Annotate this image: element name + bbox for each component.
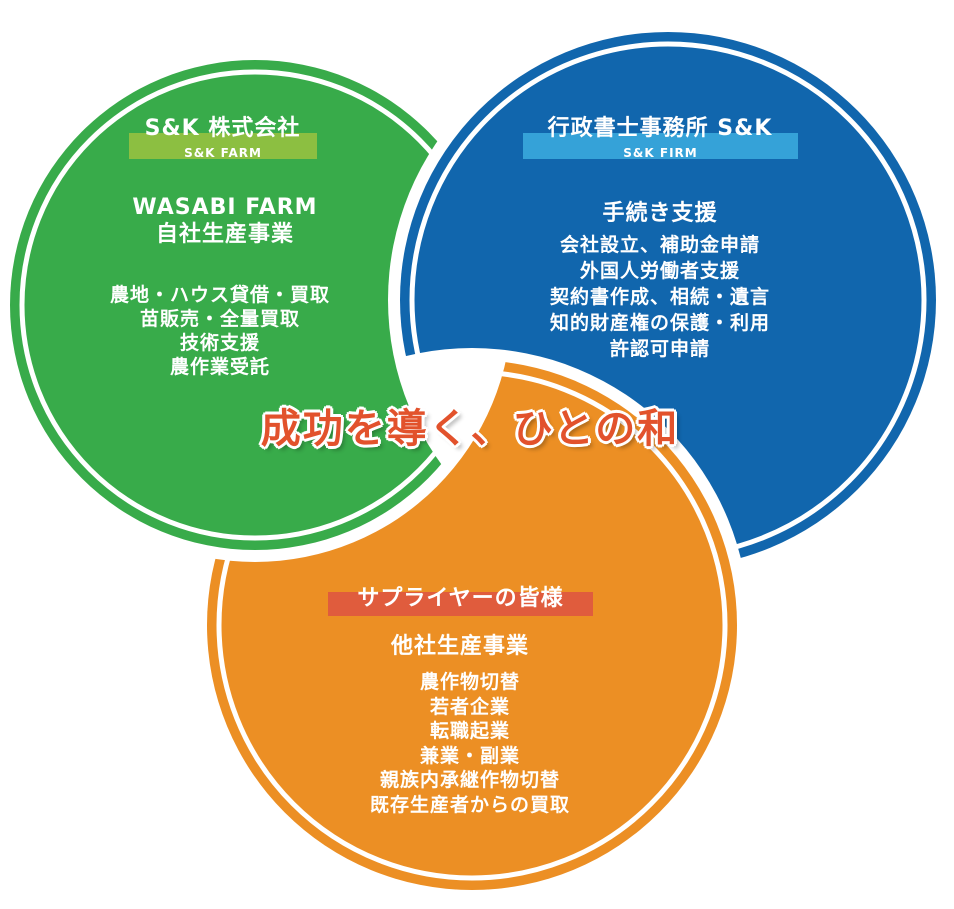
blue-heading: 手続き支援 [602, 201, 718, 226]
orange-title: サプライヤーの皆様 [357, 586, 564, 611]
list-item: 農作物切替 [419, 671, 520, 693]
list-item: 会社設立、補助金申請 [559, 234, 760, 256]
blue-subtitle: S&K FIRM [623, 146, 698, 160]
orange-title-band [328, 592, 593, 616]
list-item: 兼業・副業 [419, 744, 520, 767]
green-heading-2: 自社生産事業 [155, 222, 294, 247]
blue-title-band [523, 133, 798, 159]
list-item: 農作業受託 [169, 356, 270, 378]
orange-heading: 他社生産事業 [390, 634, 529, 659]
list-item: 転職起業 [429, 720, 510, 742]
slogan: 成功を導く、ひとの和 [260, 406, 680, 452]
list-item: 技術支援 [179, 332, 260, 354]
list-item: 若者企業 [429, 695, 510, 718]
green-heading: WASABI FARM 自社生産事業 [90, 194, 360, 248]
green-title-band [129, 133, 317, 159]
green-circle [10, 60, 500, 550]
green-subtitle: S&K FARM [184, 146, 262, 160]
green-items: 農地・ハウス貸借・買取 苗販売・全量買取 技術支援 農作業受託 [70, 283, 370, 379]
orange-items: 農作物切替 若者企業 転職起業 兼業・副業 親族内承継作物切替 既存生産者からの… [330, 670, 610, 817]
green-title: S&K 株式会社 [144, 116, 301, 141]
blue-title: 行政書士事務所 S&K [547, 116, 773, 141]
list-item: 既存生産者からの買取 [369, 793, 570, 816]
list-item: 知的財産権の保護・利用 [549, 312, 770, 334]
list-item: 親族内承継作物切替 [379, 769, 560, 791]
blue-items: 会社設立、補助金申請 外国人労働者支援 契約書作成、相続・遺言 知的財産権の保護… [520, 232, 800, 362]
list-item: 契約書作成、相続・遺言 [549, 286, 770, 308]
green-heading-1: WASABI FARM [132, 195, 318, 220]
list-item: 許認可申請 [609, 338, 710, 360]
list-item: 外国人労働者支援 [579, 260, 740, 282]
list-item: 農地・ハウス貸借・買取 [109, 284, 330, 306]
list-item: 苗販売・全量買取 [139, 308, 300, 330]
